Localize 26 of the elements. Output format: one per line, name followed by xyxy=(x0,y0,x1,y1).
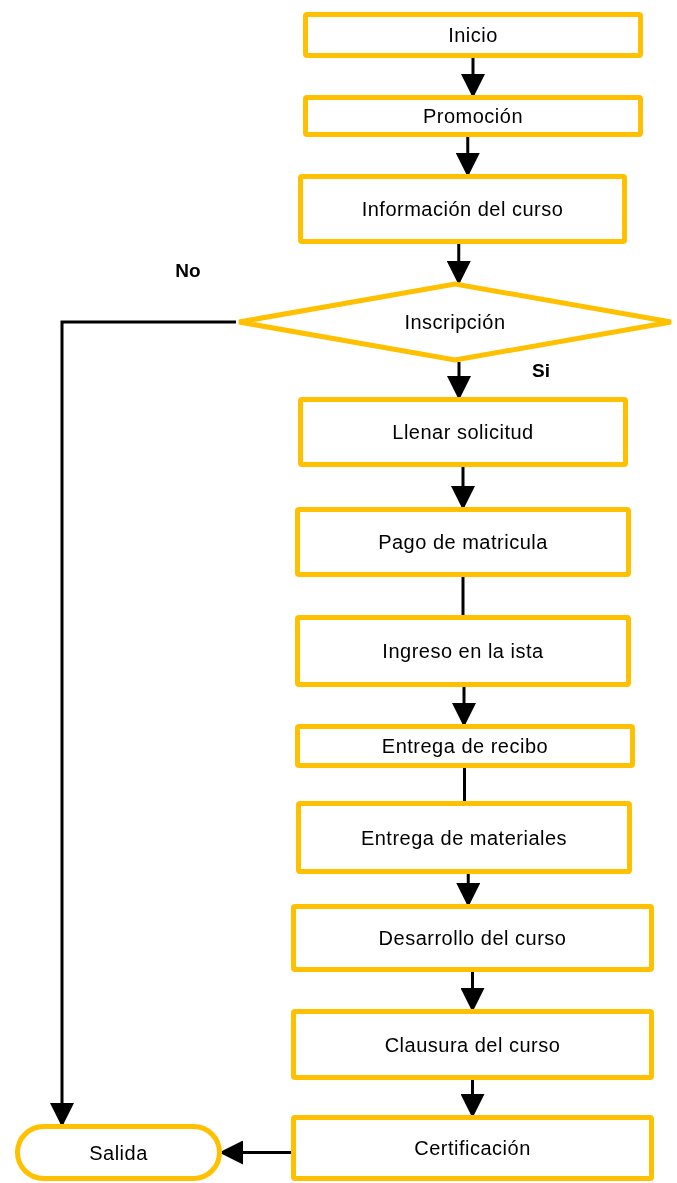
node-text: Llenar solicitud xyxy=(391,420,535,445)
process-box xyxy=(303,12,643,58)
process-box xyxy=(291,1115,654,1181)
node-text: Entrega de recibo xyxy=(380,734,550,759)
node-text: Inscripción xyxy=(403,310,507,335)
node-text: Pago de matricula xyxy=(377,530,549,555)
process-box xyxy=(303,95,643,137)
process-box xyxy=(298,174,627,244)
process-box xyxy=(298,397,628,467)
process-box xyxy=(295,724,635,768)
process-box xyxy=(295,615,631,687)
process-box xyxy=(291,904,654,972)
arrow xyxy=(446,244,471,285)
node-text: Promoción xyxy=(421,104,525,129)
node-text: Ingreso en la ista xyxy=(381,639,545,664)
node-text: Inicio xyxy=(447,23,499,48)
node-text: Desarrollo del curso xyxy=(377,926,568,951)
process-box xyxy=(291,1009,654,1080)
node-text: Salida xyxy=(88,1140,149,1166)
node-text: Clausura del curso xyxy=(383,1032,562,1058)
node-text: Certificación xyxy=(413,1136,532,1161)
node-text: Información del curso xyxy=(360,197,565,222)
process-box xyxy=(295,507,631,577)
terminal-pill xyxy=(15,1124,222,1181)
process-box xyxy=(296,801,632,874)
node-text: Entrega de materiales xyxy=(359,825,569,851)
